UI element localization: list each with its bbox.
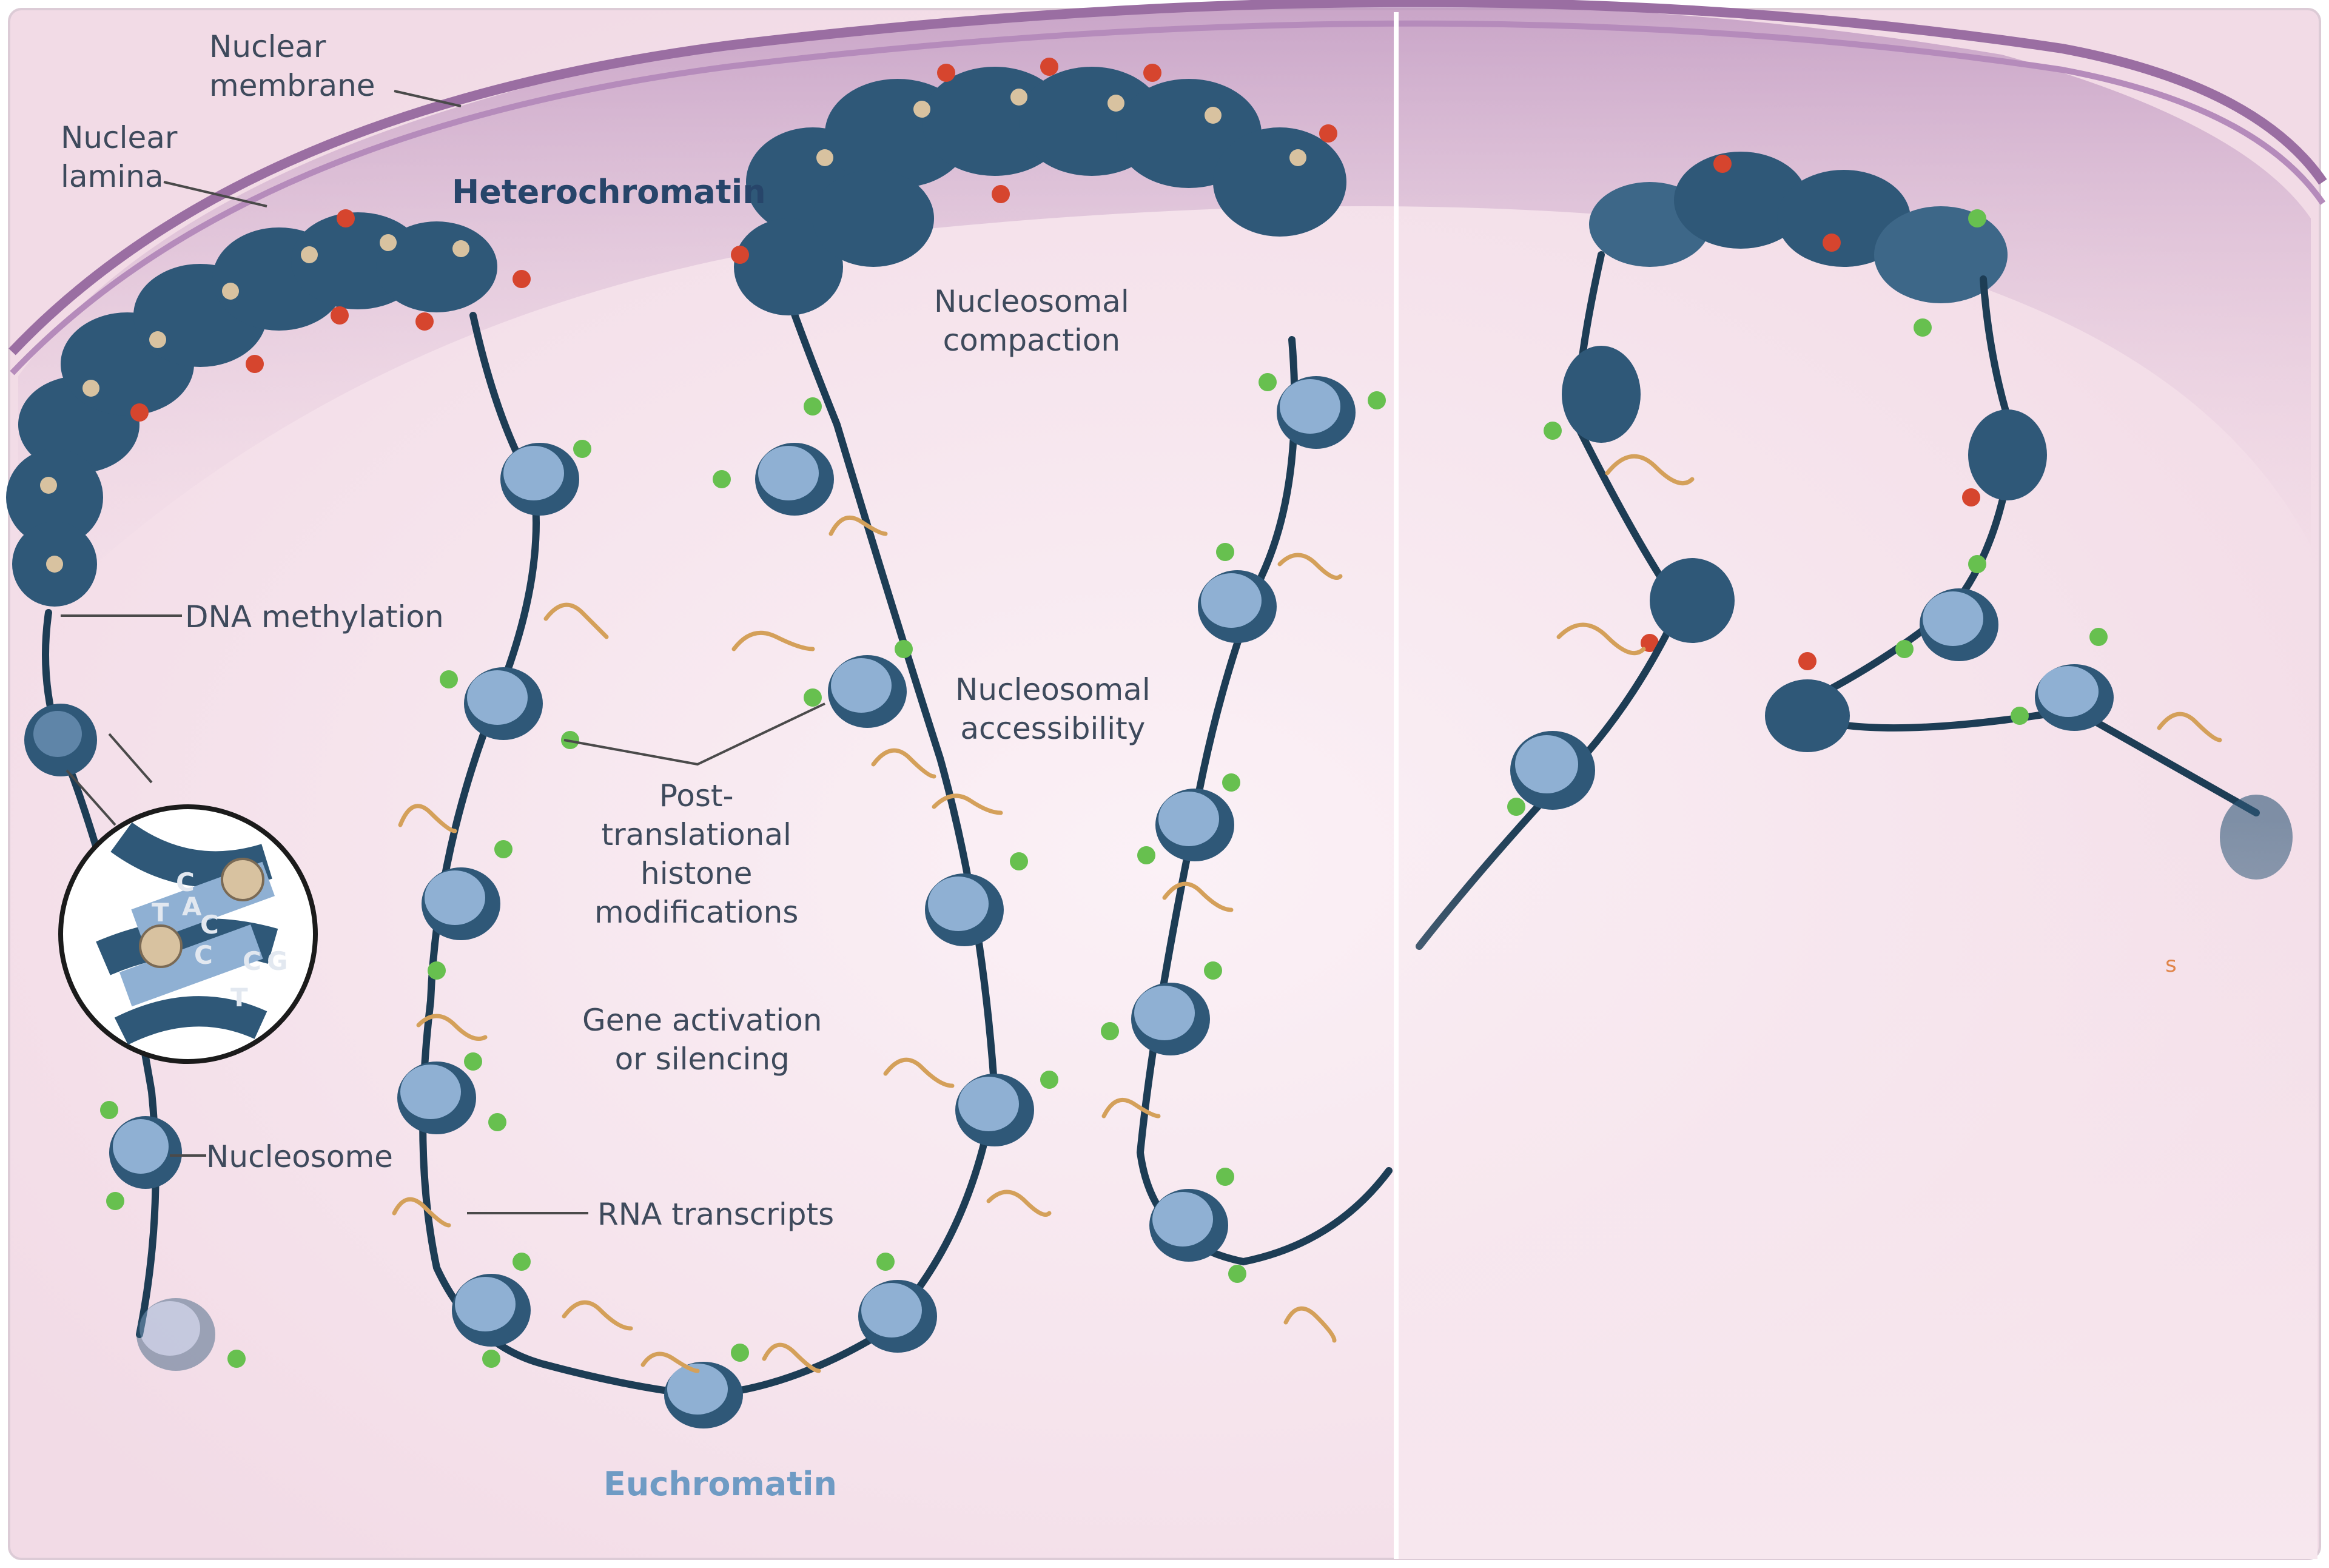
inset-base: G: [267, 946, 288, 976]
inset-base: T: [152, 898, 169, 927]
nucleosome: [1562, 346, 1641, 443]
euchromatin-label: Euchromatin: [603, 1465, 837, 1503]
nucleosome: [1968, 409, 2047, 500]
nucleosome: [452, 1274, 531, 1347]
nucleosome: [397, 1062, 476, 1134]
nucleosome: [1510, 731, 1595, 810]
red-marks: [130, 58, 2011, 670]
inset-leader-2: [108, 733, 153, 784]
green-marks: [100, 209, 2108, 1368]
inset-base: C: [200, 910, 219, 940]
nucleosome: [925, 873, 1004, 946]
nucleosome: [858, 1280, 937, 1353]
methylation-marks: [40, 89, 1306, 573]
nucleosome: [755, 443, 834, 516]
inset-leader-1: [66, 769, 116, 826]
nucleosome: [136, 1298, 215, 1371]
heterochromatin-cluster-right: [1589, 152, 2008, 303]
nuclear-lamina-label: Nuclear lamina: [61, 120, 178, 194]
nuclear-membrane-inner: [10, 20, 2326, 375]
nucleosome: [1277, 376, 1356, 449]
gene-activation-label: Gene activation or silencing: [582, 1003, 822, 1077]
methyl-group-2: [139, 924, 183, 968]
inset-base: T: [230, 983, 248, 1012]
nucleosome: [464, 667, 543, 740]
heterochromatin-cluster-top: [734, 67, 1346, 315]
post-translational-label: Post- translational histone modification…: [594, 778, 799, 930]
ptm-leader: [563, 702, 825, 766]
inset-base: C: [243, 946, 261, 976]
nucleosome: [500, 443, 579, 516]
nuclear-membrane-label: Nuclear membrane: [209, 29, 375, 103]
nucleosome: [2035, 664, 2114, 731]
nucleosome-label: Nucleosome: [206, 1139, 393, 1174]
nucleosome: [1155, 789, 1234, 861]
lamina-leader: [163, 181, 267, 207]
methyl-group-1: [221, 858, 264, 901]
nucleosome: [828, 655, 907, 728]
nucleosome: [664, 1362, 743, 1428]
dna-methylation-label: DNA methylation: [185, 599, 444, 634]
inset-base: A: [182, 892, 202, 921]
heterochromatin-label: Heterochromatin: [452, 173, 766, 211]
nucleosome: [1131, 983, 1210, 1055]
nucleosomal-accessibility-label: Nucleosomal accessibility: [955, 672, 1151, 746]
nucleosome: [955, 1074, 1034, 1146]
euchromatin-nucleosomes: [24, 376, 1356, 1428]
strand-right-loop: [1136, 336, 1393, 1266]
nucleosome: [422, 867, 500, 940]
nucleosomal-compaction-label: Nucleosomal compaction: [934, 284, 1129, 358]
membrane-leader: [394, 90, 462, 107]
nucleosome: [1198, 570, 1277, 643]
rna-transcripts-label: RNA transcripts: [597, 1197, 835, 1232]
nucleosome: [109, 1116, 182, 1189]
nucleosome: [1149, 1189, 1228, 1262]
inset-base: C: [194, 940, 213, 970]
fade-overlay: [1399, 819, 2317, 1559]
faded-mark: s: [2165, 952, 2177, 977]
inset-base: C: [176, 867, 195, 897]
leader-lines: [61, 90, 825, 1214]
nuclear-membrane-outer: [8, 0, 2327, 355]
methylation-inset: [58, 804, 318, 1064]
nucleosome: [1650, 558, 1735, 643]
nucleosome: [1920, 588, 1998, 661]
rna-transcripts: [392, 454, 2222, 1373]
right-panel-nucleosomes: [1510, 346, 2293, 880]
nucleosome: [24, 704, 97, 776]
nucleosome: [1765, 679, 1850, 752]
